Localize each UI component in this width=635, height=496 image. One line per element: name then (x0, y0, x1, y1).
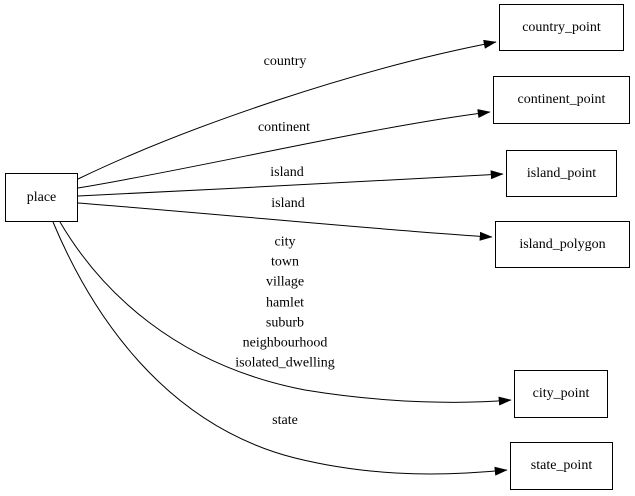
node-island-polygon: island_polygon (495, 221, 630, 268)
edge-place-to-island-point (77, 170, 504, 197)
edge-label-island-to-polygon: island (271, 195, 305, 211)
edge-place-to-country-point (77, 39, 497, 180)
node-place: place (5, 173, 78, 222)
node-city-point: city_point (514, 370, 608, 418)
edge-label-continent: continent (257, 119, 311, 135)
edge-place-to-continent-point (77, 109, 491, 189)
edge-place-to-island-polygon (77, 202, 493, 241)
node-country-point: country_point (499, 4, 624, 51)
node-continent-point: continent_point (493, 76, 630, 124)
edge-label-city-group: city town village hamlet suburb neighbou… (235, 234, 335, 371)
node-state-point: state_point (510, 442, 613, 490)
edge-label-country: country (263, 53, 307, 69)
edge-place-to-state-point (52, 221, 508, 476)
edge-label-state: state (272, 412, 298, 428)
edge-label-island-to-point: island (270, 164, 304, 180)
node-island-point: island_point (506, 150, 617, 197)
edge-place-to-city-point (59, 221, 512, 406)
